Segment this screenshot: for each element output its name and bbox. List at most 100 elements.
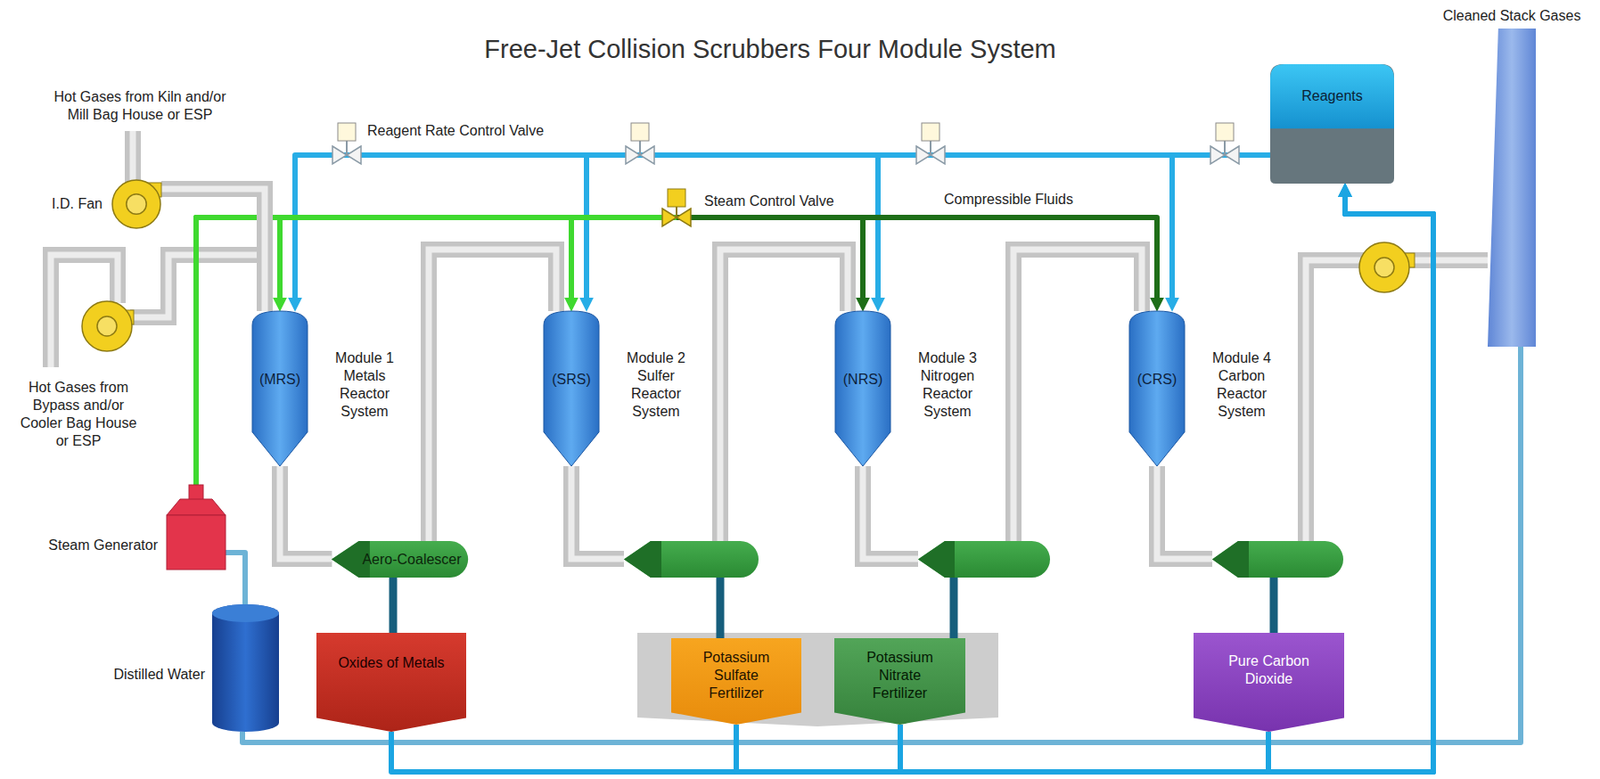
steam-generator: Steam Generator: [166, 484, 226, 570]
node-label: Potassium Sulfate Fertilizer: [691, 648, 781, 703]
coalescer-nose: [1212, 541, 1249, 578]
node-shape: [212, 604, 279, 732]
product-bin: Oxides of Metals: [316, 632, 467, 732]
fan: [1359, 242, 1415, 293]
outside-label: Module 4 Carbon Reactor System: [1207, 349, 1276, 421]
water-tank: Distilled Water: [212, 604, 279, 732]
coalescer-body: [1212, 541, 1344, 578]
annotation: Hot Gases from Bypass and/or Cooler Bag …: [16, 378, 141, 451]
node-label: Cleaned Stack Gases: [1440, 7, 1584, 25]
node-label: Distilled Water: [113, 665, 206, 684]
node-label: (CRS): [1137, 370, 1177, 389]
valve-actuator: [337, 123, 356, 141]
connector-group: [196, 217, 1157, 485]
pipe-connector: [391, 194, 1434, 772]
node-shape: [835, 311, 891, 467]
product-bin: Potassium Nitrate Fertilizer: [834, 638, 966, 725]
pipe-connector: [1172, 155, 1271, 301]
connector-group: [295, 155, 1271, 301]
smoke-stack: Cleaned Stack Gases: [1487, 28, 1536, 347]
product-drain: [720, 577, 1274, 639]
node-label: Reagents: [1301, 87, 1363, 106]
reactor-vessel: (SRS)Module 2 Sulfer Reactor System: [543, 311, 599, 467]
fan-housing: [1359, 242, 1410, 293]
tank-top: [212, 604, 279, 623]
valve-stem: [929, 140, 932, 156]
node-label: Aero-Coalescer: [361, 550, 461, 569]
valve-stem: [675, 206, 678, 218]
node-label: Pure Carbon Dioxide: [1213, 652, 1325, 689]
tank-cap: [1270, 64, 1395, 129]
coalescer-nose: [918, 541, 955, 578]
coalescer: [918, 541, 1051, 578]
node-shape: [1487, 28, 1536, 347]
gas-duct: [50, 131, 1488, 559]
tank-base: [1270, 64, 1395, 184]
fan-hub: [126, 194, 147, 214]
vessel-body: [252, 311, 308, 467]
node-shape: [111, 179, 162, 230]
reagent-valve: [1210, 123, 1239, 165]
pipe-connector: [900, 194, 1434, 772]
pipe-connector: [389, 577, 398, 633]
pipe-connector: [586, 155, 1271, 301]
node-label: Oxides of Metals: [337, 654, 444, 673]
fertilizer-band: [637, 632, 999, 727]
node-label: (NRS): [843, 370, 883, 389]
pipe-connector: [877, 155, 1271, 301]
connector-group: [736, 194, 1434, 772]
valve-actuator: [667, 188, 686, 207]
coalescer-body: [331, 541, 468, 578]
pipe-connector: [736, 194, 1434, 772]
generator-chimney: [188, 484, 204, 501]
valve-stem: [639, 140, 641, 156]
valve-stem: [1223, 140, 1226, 156]
fan-hub: [1374, 257, 1395, 278]
connector-group: [393, 577, 394, 633]
coalescer-nose: [623, 541, 662, 578]
annotation: Hot Gases from Kiln and/or Mill Bag Hous…: [50, 88, 230, 124]
steam-valve: [662, 188, 691, 227]
fan-hub: [97, 316, 117, 337]
product-bin: Pure Carbon Dioxide: [1193, 632, 1345, 732]
gas-duct-highlight: [161, 188, 265, 312]
node-shape: [166, 484, 226, 570]
annotation: Compressible Fluids: [943, 190, 1074, 209]
generator-body: [166, 515, 226, 570]
stack-body: [1487, 28, 1536, 347]
connector-group: [225, 552, 246, 605]
reagent-valve: [625, 123, 655, 165]
outside-label: Module 3 Nitrogen Reactor System: [913, 349, 982, 421]
generator-roof: [166, 499, 226, 516]
aero-coalescer: Aero-Coalescer: [331, 541, 468, 578]
node-label: (MRS): [259, 370, 301, 389]
node-shape: [316, 632, 467, 732]
node-shape: [1129, 311, 1185, 467]
annotation: Reagent Rate Control Valve: [367, 122, 544, 140]
node-label: (SRS): [551, 370, 591, 389]
gas-duct-highlight: [428, 249, 557, 542]
coalescer: [1212, 541, 1344, 578]
fan-housing: [82, 301, 132, 352]
bin-body: [316, 632, 467, 732]
reactor-vessel: (NRS)Module 3 Nitrogen Reactor System: [835, 311, 891, 467]
coalescer-body: [623, 541, 759, 578]
valve-actuator: [1215, 123, 1234, 141]
fan: [82, 301, 134, 352]
id-fan: I.D. Fan: [111, 179, 162, 230]
connector-group: [586, 155, 1271, 301]
tank-body: [212, 604, 279, 732]
connector-group: [900, 194, 1434, 772]
pipe-connector: [196, 217, 1157, 485]
gas-duct: [161, 188, 265, 312]
node-shape: [1270, 64, 1395, 184]
bin-body: [834, 638, 966, 725]
pipe-connector: [225, 552, 246, 605]
pipe-connector: [295, 155, 1271, 301]
outside-label: Module 2 Sulfer Reactor System: [622, 349, 690, 421]
bin-body: [671, 638, 802, 725]
vessel-body: [835, 311, 891, 467]
valve-stem: [345, 140, 348, 156]
gas-duct: [279, 466, 332, 559]
outside-label: Module 1 Metals Reactor System: [330, 349, 399, 421]
